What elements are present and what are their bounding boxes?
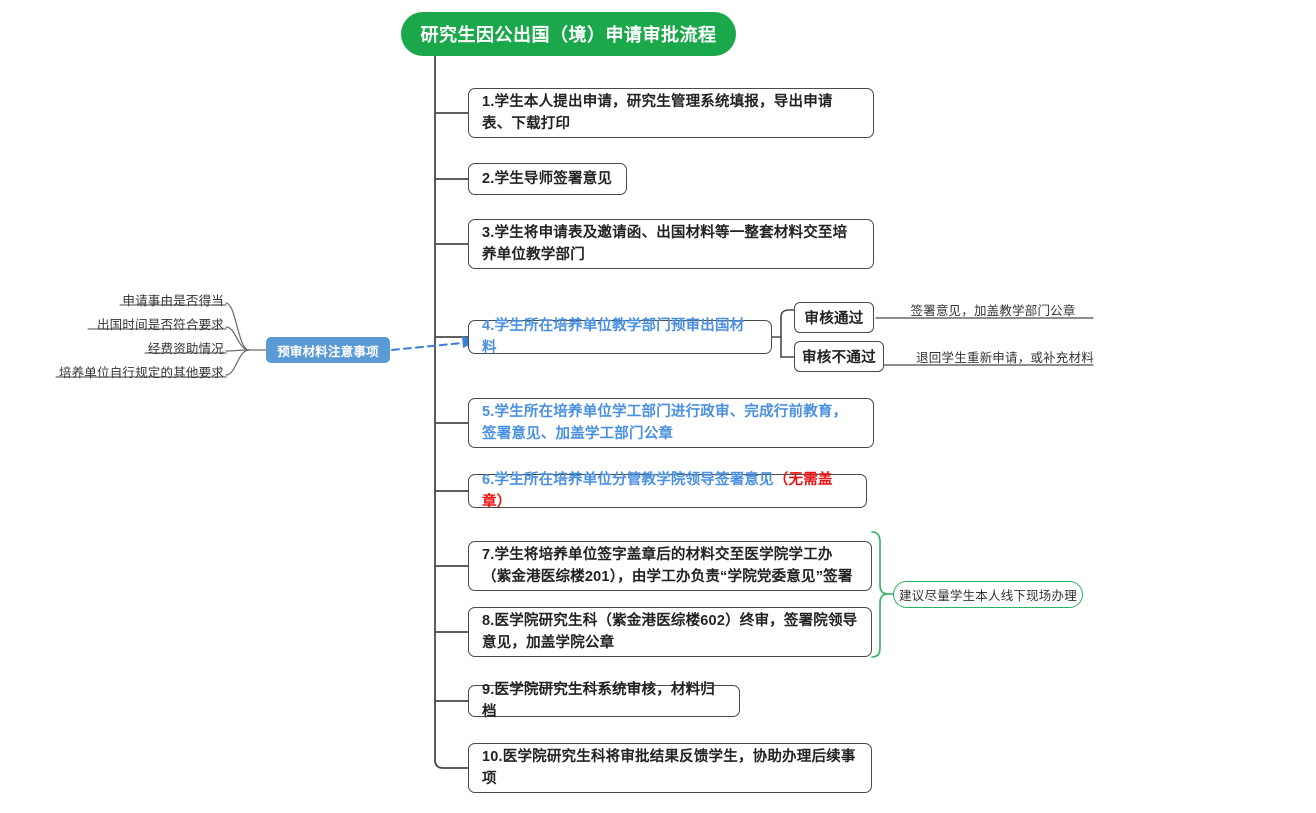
step-text-2: 2.学生导师签署意见 <box>482 170 613 187</box>
decision-box-approved[interactable]: 审核通过 <box>794 302 874 333</box>
step-box-3[interactable]: 3.学生将申请表及邀请函、出国材料等一整套材料交至培养单位教学部门 <box>468 219 874 269</box>
step-box-2[interactable]: 2.学生导师签署意见 <box>468 163 627 195</box>
step-box-8[interactable]: 8.医学院研究生科（紫金港医综楼602）终审，签署院领导意见，加盖学院公章 <box>468 607 872 657</box>
step-box-5[interactable]: 5.学生所在培养单位学工部门进行政审、完成行前教育，签署意见、加盖学工部门公章 <box>468 398 874 448</box>
root-title-node[interactable]: 研究生因公出国（境）申请审批流程 <box>401 12 736 56</box>
annotation-title: 预审材料注意事项 <box>277 344 379 359</box>
note-pill[interactable]: 建议尽量学生本人线下现场办理 <box>893 581 1083 608</box>
step-box-7[interactable]: 7.学生将培养单位签字盖章后的材料交至医学院学工办（紫金港医综楼201），由学工… <box>468 541 872 591</box>
decision-label-approved: 审核通过 <box>804 311 864 327</box>
step-text-8: 8.医学院研究生科（紫金港医综楼602）终审，签署院领导意见，加盖学院公章 <box>482 612 858 651</box>
step-box-1[interactable]: 1.学生本人提出申请，研究生管理系统填报，导出申请表、下载打印 <box>468 88 874 138</box>
decision-outcome-approved: 签署意见，加盖教学部门公章 <box>910 304 1076 318</box>
step-text-1: 1.学生本人提出申请，研究生管理系统填报，导出申请表、下载打印 <box>482 93 833 132</box>
decision-outcome-rejected: 退回学生重新申请，或补充材料 <box>916 351 1094 365</box>
annotation-item-2: 出国时间是否符合要求 <box>96 318 224 332</box>
step-text-4: 4.学生所在培养单位教学部门预审出国材料 <box>482 317 745 356</box>
step-text-5: 5.学生所在培养单位学工部门进行政审、完成行前教育，签署意见、加盖学工部门公章 <box>482 403 848 442</box>
step-text-3: 3.学生将申请表及邀请函、出国材料等一整套材料交至培养单位教学部门 <box>482 224 848 263</box>
step-text-9: 9.医学院研究生科系统审核，材料归档 <box>482 681 715 720</box>
annotation-item-3: 经费资助情况 <box>147 342 224 356</box>
step-text-6-main: 6.学生所在培养单位分管教学院领导签署意见 <box>482 471 774 488</box>
step-box-6[interactable]: 6.学生所在培养单位分管教学院领导签署意见（无需盖章） <box>468 472 867 510</box>
step-text-7: 7.学生将培养单位签字盖章后的材料交至医学院学工办（紫金港医综楼201），由学工… <box>482 546 853 585</box>
step-box-10[interactable]: 10.医学院研究生科将审批结果反馈学生，协助办理后续事项 <box>468 743 872 793</box>
step-text-6: 6.学生所在培养单位分管教学院领导签署意见（无需盖章） <box>482 469 854 514</box>
step-text-6-suffix: （无需盖章） <box>482 471 833 510</box>
annotation-pill[interactable]: 预审材料注意事项 <box>266 337 390 363</box>
root-title-text: 研究生因公出国（境）申请审批流程 <box>420 25 717 45</box>
annotation-item-1: 申请事由是否得当 <box>122 294 224 308</box>
decision-label-rejected: 审核不通过 <box>802 350 876 366</box>
decision-box-rejected[interactable]: 审核不通过 <box>794 341 884 372</box>
step-text-10: 10.医学院研究生科将审批结果反馈学生，协助办理后续事项 <box>482 748 856 787</box>
step-box-4[interactable]: 4.学生所在培养单位教学部门预审出国材料 <box>468 318 772 356</box>
note-text: 建议尽量学生本人线下现场办理 <box>899 589 1077 603</box>
annotation-item-4: 培养单位自行规定的其他要求 <box>58 366 224 380</box>
step-box-9[interactable]: 9.医学院研究生科系统审核，材料归档 <box>468 682 740 720</box>
